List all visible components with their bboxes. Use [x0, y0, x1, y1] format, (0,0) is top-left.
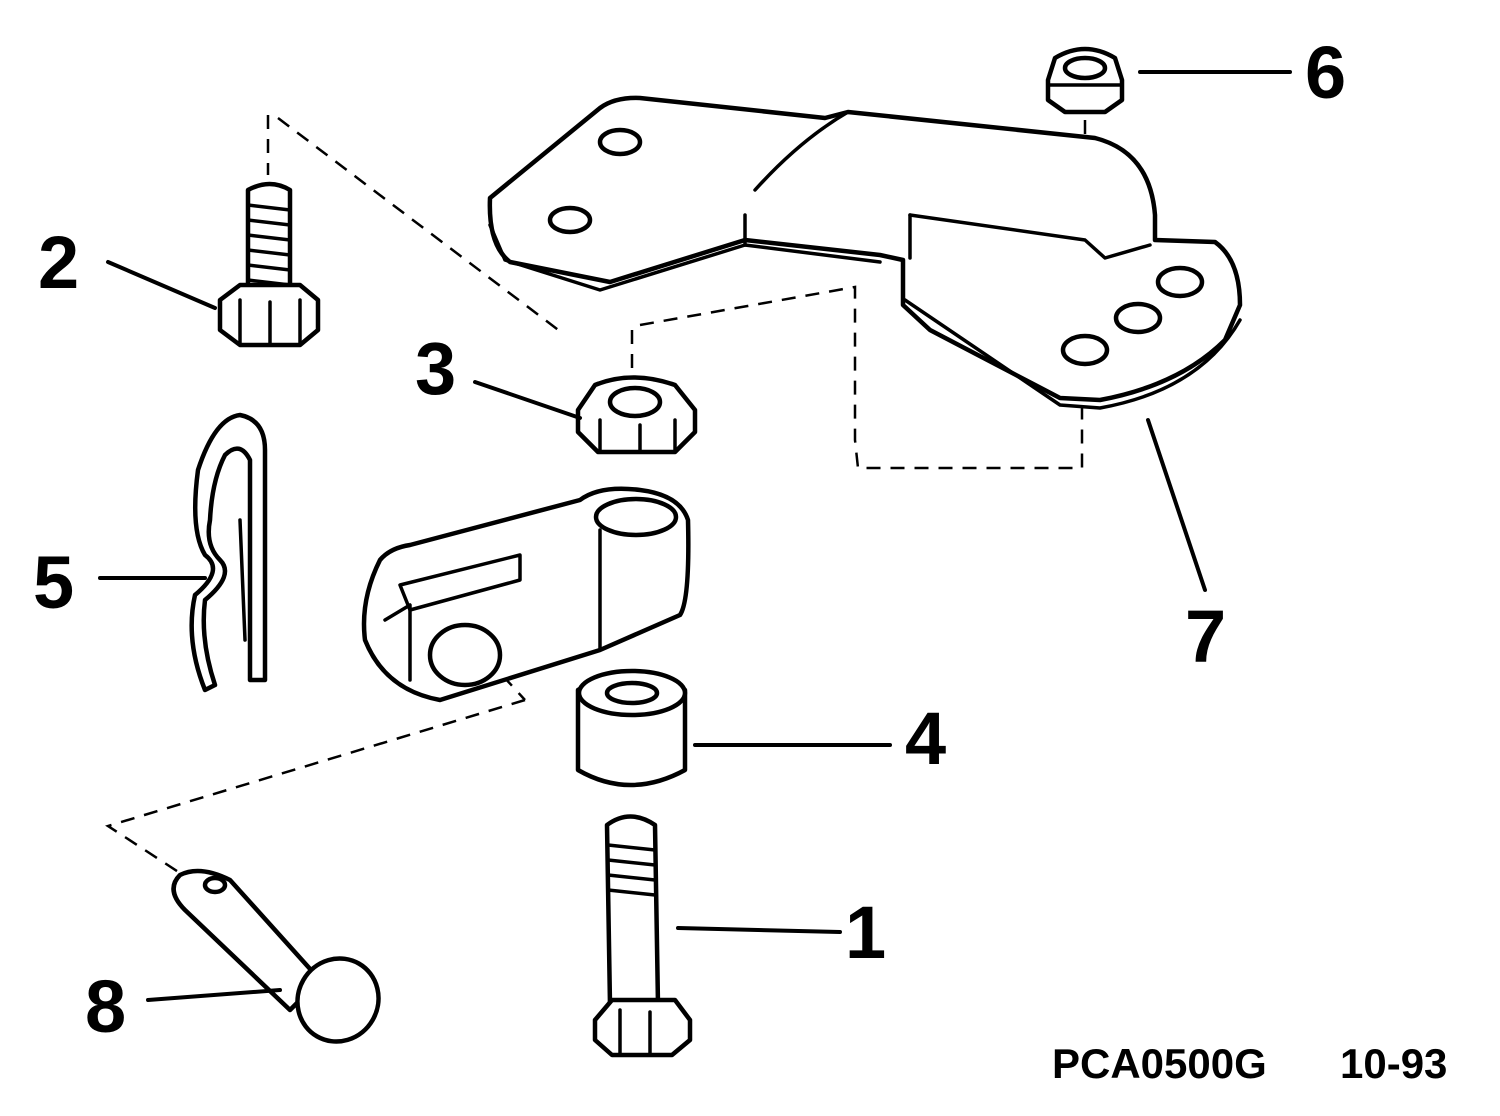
- nut-part-6: [1045, 46, 1125, 115]
- callout-labels: 1 2 3 4 5 6 7 8: [33, 31, 1346, 1048]
- bracket-part-7: [487, 95, 1243, 410]
- callout-7: 7: [1185, 595, 1226, 678]
- callout-1: 1: [845, 891, 886, 974]
- bolt-part-2: [217, 181, 321, 348]
- callout-3: 3: [415, 327, 456, 410]
- callout-5: 5: [33, 541, 74, 624]
- nut-part-3: [575, 375, 698, 455]
- bolt-part-1: [592, 814, 693, 1058]
- callout-8: 8: [85, 965, 126, 1048]
- clevis-pin-part-8: [171, 868, 381, 1044]
- hairpin-clip-part-5: [189, 412, 268, 693]
- leader-lines: [98, 70, 1292, 1002]
- drawing-date: 10-93: [1340, 1040, 1447, 1087]
- drawing-code: PCA0500G: [1052, 1040, 1267, 1087]
- callout-6: 6: [1305, 31, 1346, 114]
- callout-2: 2: [38, 221, 79, 304]
- callout-4: 4: [905, 697, 946, 780]
- clevis-yoke: [361, 486, 691, 703]
- spacer-part-4: [575, 668, 688, 788]
